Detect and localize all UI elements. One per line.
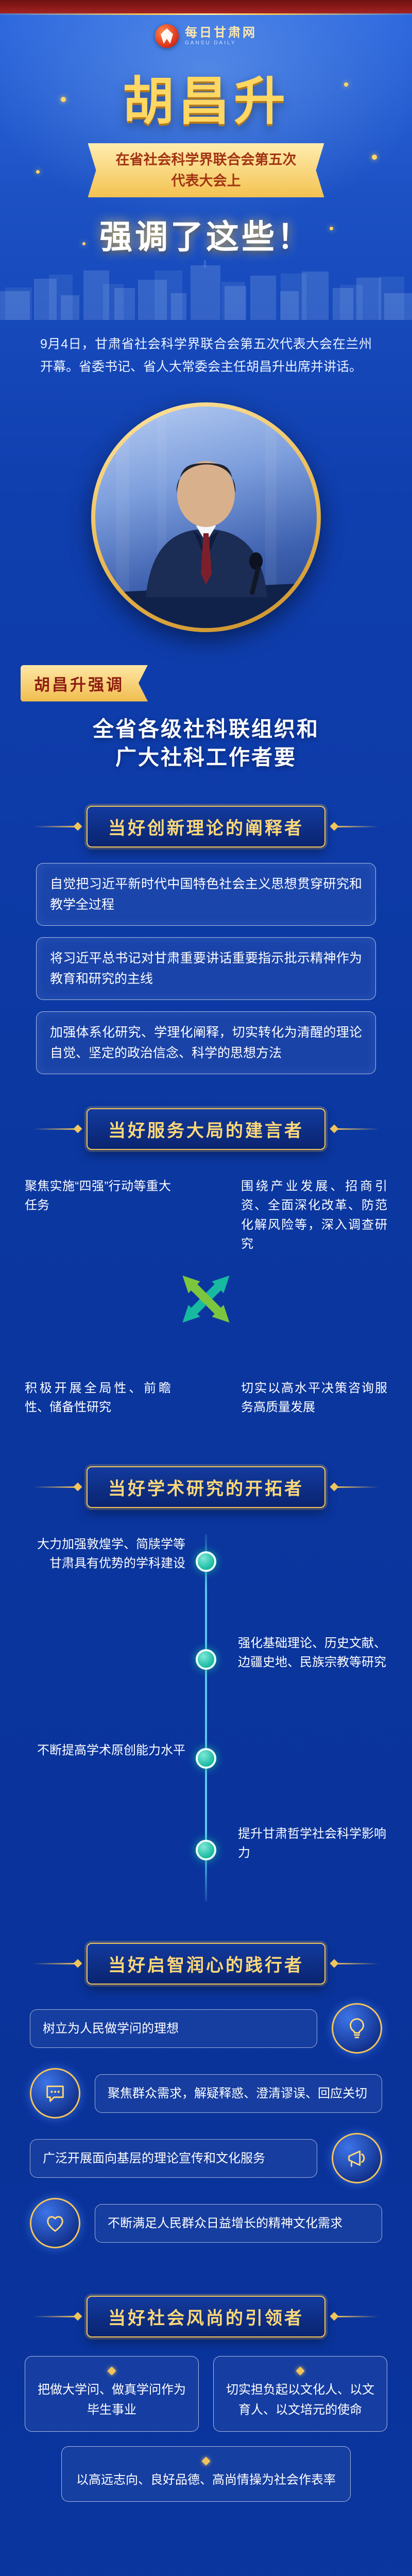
gold-divider — [0, 13, 412, 15]
list-item: 以高远志向、良好品德、高尚情操为社会作表率 — [61, 2446, 351, 2502]
timeline-node-icon — [196, 1649, 216, 1670]
diamond-icon — [296, 2366, 305, 2376]
timeline-line — [205, 1534, 207, 1902]
site-name-en: GANSU DAILY — [185, 40, 236, 46]
list-item: 不断提高学术原创能力水平 — [37, 1743, 185, 1758]
sparkle-icon — [372, 155, 377, 160]
ribbon-wing-right-icon — [334, 1486, 379, 1488]
section-title-3: 当好学术研究的开拓者 — [87, 1466, 325, 1509]
ribbon-wing-left-icon — [33, 826, 78, 828]
site-name: 每日甘肃网 — [185, 26, 257, 40]
masthead: 每日甘肃网 GANSU DAILY — [155, 24, 257, 48]
timeline-node-icon — [196, 1748, 216, 1769]
diamond-icon — [107, 2366, 116, 2376]
timeline-node-icon — [196, 1551, 216, 1572]
section-4-items: 树立为人民做学问的理想 聚焦群众需求，解疑释惑、澄清谬误、回应关切 广泛开展面向… — [30, 2003, 382, 2249]
list-item: 提升甘肃哲学社会科学影响力 — [238, 1827, 386, 1860]
ribbon-wing-right-icon — [334, 1128, 379, 1130]
headline-ribbon-line1: 在省社会科学界联合会第五次 — [115, 152, 297, 167]
section-title-5: 当好社会风尚的引领者 — [87, 2296, 325, 2338]
lead-statement-line2: 广大社科工作者要 — [115, 745, 297, 769]
heart-icon — [30, 2198, 80, 2249]
list-item-row: 树立为人民做学问的理想 — [30, 2003, 382, 2054]
speech-bubble-icon — [30, 2068, 80, 2119]
list-item: 切实以高水平决策咨询服务高质量发展 — [241, 1381, 387, 1414]
list-item: 不断满足人民群众日益增长的精神文化需求 — [95, 2204, 382, 2243]
section-header-3: 当好学术研究的开拓者 — [33, 1466, 379, 1509]
section-5-items: 把做大学问、做真学问作为毕生事业 切实担负起以文化人、以文育人、以文培元的使命 … — [25, 2356, 387, 2502]
top-border-strip — [0, 0, 412, 13]
ribbon-wing-right-icon — [334, 826, 379, 828]
sparkle-icon — [330, 227, 333, 230]
diamond-icon — [201, 2456, 211, 2466]
sparkle-icon — [36, 170, 40, 174]
section-header-5: 当好社会风尚的引领者 — [33, 2296, 379, 2338]
megaphone-icon — [332, 2133, 382, 2184]
list-item: 积极开展全局性、前瞻性、储备性研究 — [25, 1381, 171, 1414]
list-item-row: 不断满足人民群众日益增长的精神文化需求 — [30, 2198, 382, 2249]
speaker-photo — [95, 406, 317, 628]
headline-ribbon-line2: 代表大会上 — [171, 173, 241, 189]
city-skyline-graphic — [0, 260, 412, 320]
ribbon-wing-left-icon — [33, 2316, 78, 2318]
ribbon-wing-left-icon — [33, 1128, 78, 1130]
list-item: 聚焦群众需求，解疑释惑、澄清谬误、回应关切 — [95, 2074, 382, 2113]
speaker-silhouette — [95, 406, 317, 628]
speaker-photo-frame — [91, 402, 321, 632]
list-item: 加强体系化研究、学理化阐释，切实转化为清醒的理论自觉、坚定的政治信念、科学的思想… — [36, 1011, 376, 1075]
list-item: 树立为人民做学问的理想 — [30, 2009, 317, 2048]
headline-ribbon: 在省社会科学界联合会第五次 代表大会上 — [88, 143, 324, 197]
section-title-4: 当好启智润心的践行者 — [87, 1943, 325, 1985]
timeline-node-icon — [196, 1840, 216, 1861]
sparkle-icon — [61, 97, 66, 102]
lead-statement: 全省各级社科联组织和 广大社科工作者要 — [93, 715, 319, 772]
sparkle-icon — [82, 242, 85, 245]
crossing-arrows-icon — [157, 1250, 255, 1351]
list-item: 广泛开展面向基层的理论宣传和文化服务 — [30, 2139, 317, 2178]
ribbon-wing-right-icon — [334, 2316, 379, 2318]
section-3-items: 大力加强敦煌学、简牍学等甘肃具有优势的学科建设 强化基础理论、历史文献、边疆史地… — [20, 1527, 392, 1909]
lightbulb-icon — [332, 2003, 382, 2054]
section-title-2: 当好服务大局的建言者 — [87, 1108, 325, 1150]
list-item-text: 把做大学问、做真学问作为毕生事业 — [38, 2383, 186, 2417]
list-item: 围绕产业发展、招商引资、全面深化改革、防范化解风险等，深入调查研究 — [241, 1179, 387, 1251]
list-item: 大力加强敦煌学、简牍学等甘肃具有优势的学科建设 — [37, 1537, 185, 1571]
list-item: 聚焦实施“四强”行动等重大任务 — [25, 1179, 171, 1213]
ribbon-wing-right-icon — [334, 1963, 379, 1965]
list-item-text: 切实担负起以文化人、以文育人、以文培元的使命 — [226, 2383, 374, 2417]
section-title-1: 当好创新理论的阐释者 — [87, 806, 325, 848]
section-1-items: 自觉把习近平新时代中国特色社会主义思想贯穿研究和教学全过程 将习近平总书记对甘肃… — [36, 863, 376, 1075]
headline-name: 胡昌升 — [123, 73, 289, 130]
ribbon-wing-left-icon — [33, 1963, 78, 1965]
list-item: 自觉把习近平新时代中国特色社会主义思想贯穿研究和教学全过程 — [36, 863, 376, 926]
section-header-4: 当好启智润心的践行者 — [33, 1943, 379, 1985]
list-item: 强化基础理论、历史文献、边疆史地、民族宗教等研究 — [238, 1636, 386, 1670]
speaker-emphasis-badge: 胡昌升强调 — [21, 665, 148, 702]
section-header-1: 当好创新理论的阐释者 — [33, 806, 379, 848]
list-item-row: 广泛开展面向基层的理论宣传和文化服务 — [30, 2133, 382, 2184]
ribbon-wing-left-icon — [33, 1486, 78, 1488]
list-item: 切实担负起以文化人、以文育人、以文培元的使命 — [213, 2356, 387, 2432]
intro-paragraph: 9月4日，甘肃省社会科学界联合会第五次代表大会在兰州开幕。省委书记、省人大常委会… — [40, 337, 372, 374]
list-item: 把做大学问、做真学问作为毕生事业 — [25, 2356, 199, 2432]
list-item: 将习近平总书记对甘肃重要讲话重要指示批示精神作为教育和研究的主线 — [36, 937, 376, 1001]
site-logo-icon — [155, 24, 179, 48]
section-2-items: 聚焦实施“四强”行动等重大任务 围绕产业发展、招商引资、全面深化改革、防范化解风… — [20, 1168, 392, 1432]
list-item-row: 聚焦群众需求，解疑释惑、澄清谬误、回应关切 — [30, 2068, 382, 2119]
list-item-text: 以高远志向、良好品德、高尚情操为社会作表率 — [76, 2472, 336, 2487]
section-header-2: 当好服务大局的建言者 — [33, 1108, 379, 1150]
sparkle-icon — [344, 82, 348, 87]
lead-statement-line1: 全省各级社科联组织和 — [93, 717, 319, 741]
headline-emphasis: 强调了这些！ — [99, 218, 313, 256]
